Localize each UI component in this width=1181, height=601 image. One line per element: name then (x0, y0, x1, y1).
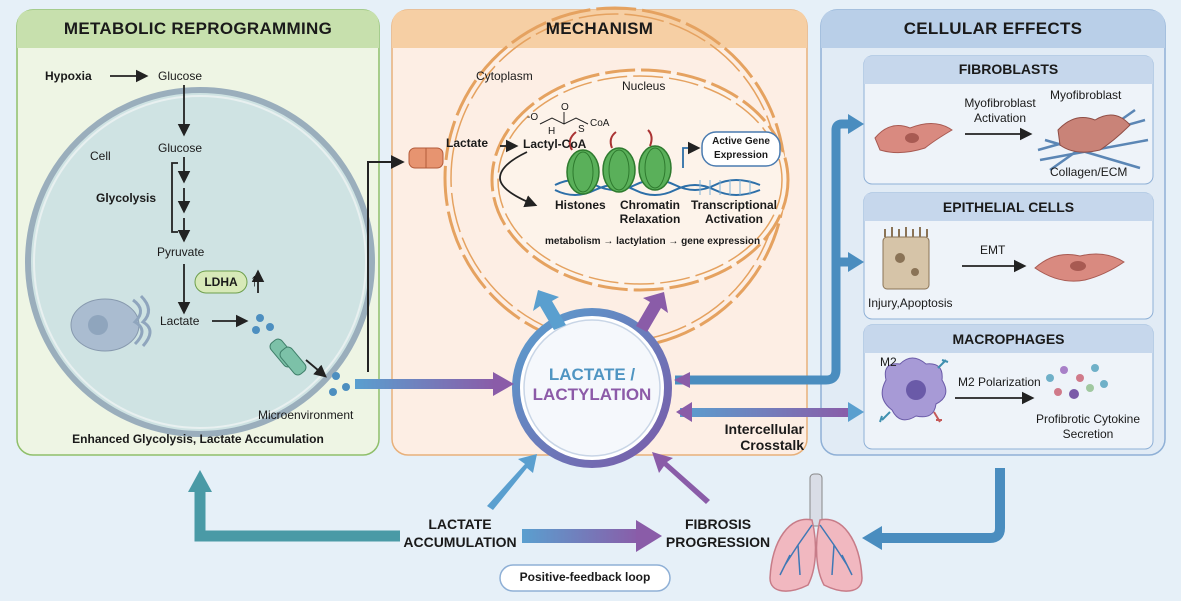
active-gene-label-1: Active Gene (712, 136, 770, 147)
histone-1 (566, 131, 600, 195)
hub-to-effects-arrow (674, 114, 864, 388)
cytokine-label-1: Profibrotic Cytokine (1035, 412, 1141, 426)
chromatin-label-1: Chromatin (620, 198, 680, 212)
loop-lactate-label-2: ACCUMULATION (403, 534, 517, 550)
lactyl-coa-label: Lactyl-CoA (523, 137, 587, 151)
chem-o-label: -O (527, 112, 539, 123)
lactate-to-mechanism-arrow (367, 155, 405, 372)
polarization-label: M2 Polarization (958, 375, 1041, 389)
positive-feedback-pill (499, 564, 671, 592)
myofibroblast-label: Myofibroblast (1050, 88, 1122, 102)
crosstalk-label-2: Crosstalk (740, 437, 804, 453)
mesenchymal-cell (1034, 253, 1125, 282)
subpanel-macrophages-bg (863, 324, 1154, 450)
loop-lactate-label-1: LACTATE (428, 516, 492, 532)
glycolysis-label: Glycolysis (96, 191, 157, 205)
ldha-up-icon: ↑ (250, 270, 259, 290)
fibro-activation-label-2: Activation (973, 111, 1027, 125)
ldha-box (194, 270, 248, 294)
positive-feedback-label: Positive-feedback loop (519, 570, 651, 584)
pathway-label: metabolism → lactylation → gene expressi… (545, 236, 761, 247)
lungs-illustration (769, 473, 863, 592)
center-hub (512, 308, 672, 468)
crosstalk-arrow (676, 402, 864, 422)
hypoxia-label: Hypoxia (45, 69, 92, 83)
epithelial-cell (882, 227, 930, 290)
hub-label-line1: LACTATE / (548, 365, 636, 384)
mechanism-arrows (499, 139, 701, 208)
metabolic-arrows (110, 69, 327, 378)
cytokine-dots (1046, 364, 1108, 399)
mct-transporter-mech (408, 147, 444, 169)
transcriptional-label-2: Activation (704, 212, 763, 226)
loop-fibrosis-label-1: FIBROSIS (684, 516, 752, 532)
cytoplasm-label: Cytoplasm (476, 69, 533, 83)
loop-arrow-left (188, 470, 400, 542)
lactate-dots-cell (252, 314, 274, 334)
active-gene-box (701, 131, 781, 167)
effects-to-lung-arrow (862, 468, 1005, 550)
crosstalk-label-1: Intercellular (724, 421, 804, 437)
loop-arrow-up-right (652, 452, 710, 504)
loop-fibrosis-label-2: PROGRESSION (665, 534, 771, 550)
lactate-cell-label: Lactate (160, 314, 200, 328)
glucose-top-label: Glucose (158, 69, 203, 83)
chemical-structure (539, 112, 589, 125)
cytokine-label-2: Secretion (1062, 427, 1114, 441)
mechanism-title: MECHANISM (545, 19, 654, 38)
macrophages-title: MACROPHAGES (952, 331, 1065, 347)
epithelial-title: EPITHELIAL CELLS (942, 199, 1075, 215)
histone-3 (638, 129, 672, 191)
hub-label-line2: LACTYLATION (532, 385, 652, 404)
chromatin-label-2: Relaxation (619, 212, 681, 226)
chem-oo-label: O (561, 102, 569, 113)
hub-arrow-up-right (636, 292, 668, 332)
effects-title: CELLULAR EFFECTS (903, 19, 1083, 38)
chem-h-label: H (548, 126, 556, 137)
hub-arrow-up-left (533, 290, 566, 330)
loop-arrow-up-left (487, 454, 537, 510)
histones-label: Histones (555, 198, 606, 212)
pyruvate-label: Pyruvate (157, 245, 205, 259)
fibroblast-cell (874, 123, 953, 154)
fibroblasts-title: FIBROBLASTS (958, 61, 1059, 77)
m2-label: M2 (880, 355, 897, 369)
histone-2 (602, 131, 636, 193)
chem-s-label: S (578, 124, 585, 135)
microenvironment-label: Microenvironment (258, 408, 354, 422)
myofibroblast-cell (1037, 108, 1149, 172)
transcriptional-label-1: Transcriptional (690, 198, 778, 212)
loop-arrow-middle (522, 520, 662, 552)
emt-label: EMT (980, 243, 1006, 257)
fibro-activation-label-1: Myofibroblast (964, 96, 1036, 110)
ldha-label: LDHA (204, 275, 238, 289)
mct-transporter-left (269, 338, 307, 376)
lactate-mech-label: Lactate (446, 136, 489, 150)
nucleus-label: Nucleus (622, 79, 666, 93)
macrophage-cell (879, 357, 949, 423)
nucleus-organelle (70, 294, 152, 352)
nuclear-envelope (490, 68, 790, 292)
glucose-inner-label: Glucose (158, 141, 203, 155)
collagen-label: Collagen/ECM (1050, 165, 1128, 179)
subpanel-epithelial-bg (863, 192, 1154, 320)
injury-label: Injury,Apoptosis (868, 296, 953, 310)
metabolic-title: METABOLIC REPROGRAMMING (63, 19, 333, 38)
cell-label: Cell (90, 149, 111, 163)
lactate-dots-outside (329, 372, 350, 396)
micro-to-hub-arrow (355, 372, 514, 396)
chem-coa-label: CoA (590, 118, 610, 129)
metabolic-footer: Enhanced Glycolysis, Lactate Accumulatio… (72, 432, 324, 446)
active-gene-label-2: Expression (714, 150, 768, 161)
